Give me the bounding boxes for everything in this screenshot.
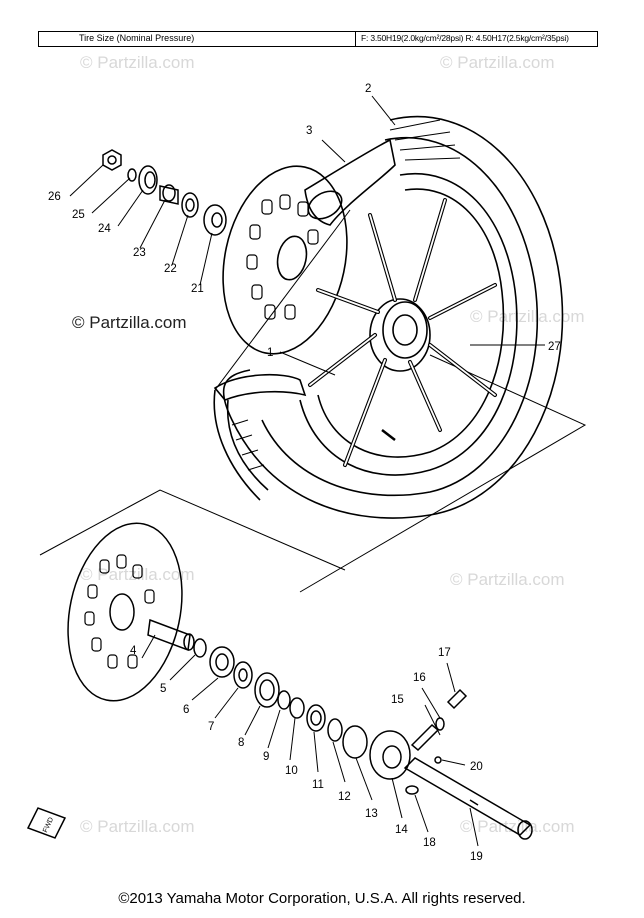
callout-2: 2 (365, 83, 371, 95)
watermark-mid-left: © Partzilla.com (80, 565, 195, 584)
forward-direction-arrow: FWD (26, 807, 67, 839)
callout-1: 1 (267, 347, 273, 359)
watermark-main: © Partzilla.com (72, 313, 187, 332)
callout-5: 5 (160, 683, 166, 695)
callout-6: 6 (183, 704, 189, 716)
callout-13: 13 (365, 808, 378, 820)
tire-size-value: F: 3.50H19(2.0kg/cm²/28psi) R: 4.50H17(2… (361, 33, 569, 43)
callout-leaders-lower (141, 634, 479, 847)
watermark-bottom-right: © Partzilla.com (460, 817, 575, 836)
callout-25: 25 (72, 209, 85, 221)
callout-21: 21 (191, 283, 204, 295)
wheel-assembly (213, 115, 587, 593)
callout-27: 27 (548, 341, 561, 353)
front-hub-assembly (39, 489, 533, 840)
callout-leaders-upper (69, 95, 545, 376)
callout-3: 3 (306, 125, 312, 137)
header-divider (355, 32, 356, 46)
callout-4: 4 (130, 645, 137, 657)
callout-17: 17 (438, 647, 451, 659)
tire-size-header: Tire Size (Nominal Pressure) F: 3.50H19(… (38, 31, 598, 47)
callout-15: 15 (391, 694, 404, 706)
callout-8: 8 (238, 737, 244, 749)
callout-24: 24 (98, 223, 111, 235)
hub-small-parts (102, 149, 227, 236)
callout-23: 23 (133, 247, 146, 259)
watermark-lower-right: © Partzilla.com (450, 570, 565, 589)
callout-12: 12 (338, 791, 351, 803)
tire-size-label: Tire Size (Nominal Pressure) (79, 33, 195, 43)
callout-22: 22 (164, 263, 177, 275)
part-number-callouts: 2 3 26 25 24 23 22 21 1 27 4 5 6 7 8 9 1… (48, 83, 561, 863)
callout-26: 26 (48, 191, 61, 203)
copyright-notice: ©2013 Yamaha Motor Corporation, U.S.A. A… (118, 890, 526, 907)
callout-11: 11 (312, 779, 324, 791)
callout-9: 9 (263, 751, 269, 763)
watermark-mid-right: © Partzilla.com (470, 307, 585, 326)
callout-16: 16 (413, 672, 426, 684)
callout-18: 18 (423, 837, 436, 849)
callout-19: 19 (470, 851, 483, 863)
watermark-bottom-left: © Partzilla.com (80, 817, 195, 836)
callout-14: 14 (395, 824, 408, 836)
callout-7: 7 (208, 721, 214, 733)
callout-10: 10 (285, 765, 298, 777)
watermark-top-right: © Partzilla.com (440, 53, 555, 72)
watermark-top-left: © Partzilla.com (80, 53, 195, 72)
callout-20: 20 (470, 761, 483, 773)
